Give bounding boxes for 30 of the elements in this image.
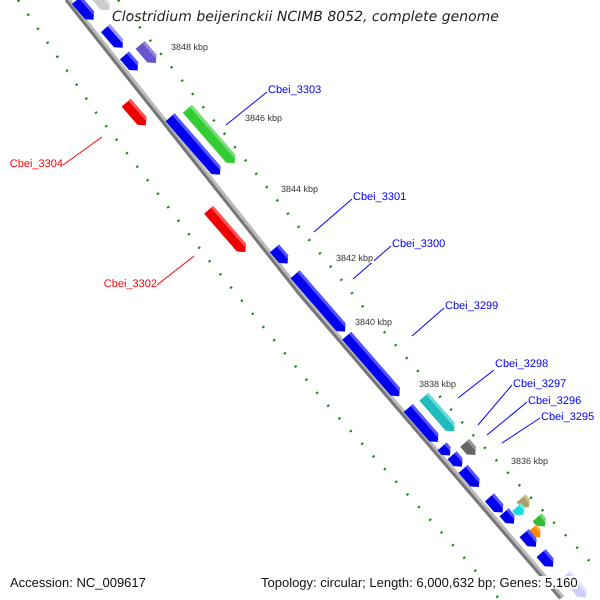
leader-line: [412, 308, 444, 336]
leader-line: [156, 256, 194, 286]
tick-label: 3848 kbp: [170, 43, 210, 52]
gene-label: Cbei_3302: [104, 279, 157, 290]
footer-text: Accession: NC_009617: [10, 576, 146, 589]
leader-line: [314, 198, 352, 232]
footer-text: Topology: circular; Length: 6,000,632 bp; Genes: 5,160: [261, 576, 578, 589]
gene-label: Cbei_3304: [10, 159, 63, 170]
gene-label: Cbei_3296: [528, 396, 582, 407]
leader-line: [486, 402, 528, 436]
leader-line: [62, 136, 102, 166]
gene-label: Cbei_3297: [513, 379, 566, 390]
leader-line: [478, 384, 512, 426]
tick-label: 3838 kbp: [418, 380, 458, 389]
gene-label: Cbei_3295: [541, 412, 594, 423]
title: Clostridium beijerinckii NCIMB 8052, complete genome: [112, 10, 499, 24]
tick-label: 3842 kbp: [335, 254, 374, 263]
gene-label: Cbei_3301: [353, 192, 406, 203]
tick-label: 3846 kbp: [244, 114, 284, 123]
leader-line: [226, 92, 268, 126]
gene-label: Cbei_3298: [495, 359, 548, 370]
leader-line: [458, 370, 494, 398]
tick-label: 3836 kbp: [510, 457, 550, 466]
gene-label: Cbei_3303: [268, 85, 322, 96]
leader-line: [502, 418, 540, 444]
tick-label: 3840 kbp: [354, 318, 394, 327]
leader-line: [352, 246, 392, 280]
gene-label: Cbei_3300: [392, 239, 446, 250]
tick-label: 3844 kbp: [280, 185, 320, 194]
gene-label: Cbei_3299: [445, 301, 498, 312]
